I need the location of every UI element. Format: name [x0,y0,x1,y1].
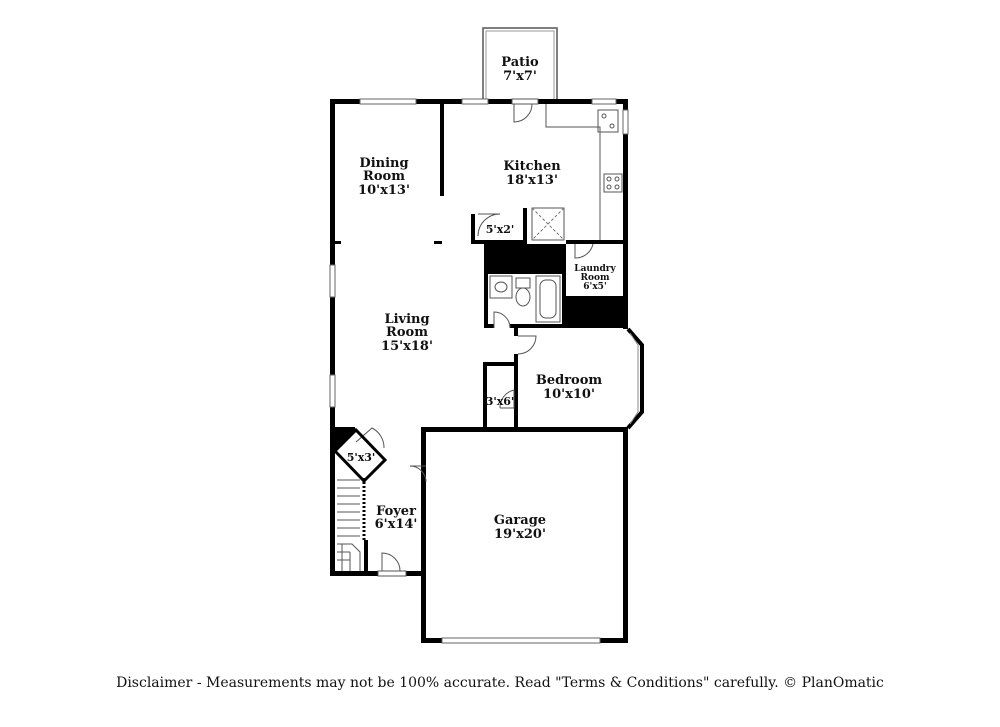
svg-text:Living: Living [384,312,429,327]
door-swings [355,103,594,572]
room-label-laundry-room: Laundry Room 6'x5' [574,264,616,292]
interior-walls [335,104,628,576]
svg-text:3'x6': 3'x6' [486,395,515,408]
svg-text:6'x14': 6'x14' [375,517,418,532]
windows [329,98,629,644]
room-label-bedroom-closet: 3'x6' [486,395,515,408]
svg-text:Dining: Dining [359,156,408,171]
svg-text:18'x13': 18'x13' [506,173,558,188]
svg-text:Room: Room [386,325,428,340]
room-label-understair-closet: 5'x3' [347,451,376,464]
svg-text:10'x10': 10'x10' [543,387,595,402]
svg-text:Patio: Patio [501,55,539,70]
svg-text:Kitchen: Kitchen [503,159,561,174]
room-label-garage: Garage 19'x20' [494,513,546,542]
room-label-bedroom: Bedroom 10'x10' [536,373,603,402]
svg-text:Room: Room [363,169,405,184]
room-label-dining-room: Dining Room 10'x13' [358,156,410,198]
bathroom-fixtures [489,275,561,323]
svg-text:5'x3': 5'x3' [347,451,376,464]
room-label-pantry: 5'x2' [486,223,515,236]
disclaimer-text: Disclaimer - Measurements may not be 100… [116,675,884,691]
svg-text:7'x7': 7'x7' [503,69,537,84]
stairs [337,478,366,571]
svg-text:5'x2': 5'x2' [486,223,515,236]
svg-text:19'x20': 19'x20' [494,527,546,542]
understair-closet [333,427,388,484]
svg-text:Laundry: Laundry [574,264,616,274]
room-label-patio: Patio 7'x7' [501,55,539,84]
svg-text:Bedroom: Bedroom [536,373,603,388]
room-label-foyer: Foyer 6'x14' [375,504,418,532]
svg-text:Foyer: Foyer [376,504,416,519]
svg-text:Garage: Garage [494,513,546,528]
svg-text:6'x5': 6'x5' [583,282,606,292]
svg-text:15'x18': 15'x18' [381,339,433,354]
svg-text:10'x13': 10'x13' [358,183,410,198]
bay-window [626,327,644,430]
room-label-kitchen: Kitchen 18'x13' [503,159,561,188]
room-label-living-room: Living Room 15'x18' [381,312,433,354]
kitchen-counter [531,104,623,241]
svg-text:Room: Room [580,273,609,283]
